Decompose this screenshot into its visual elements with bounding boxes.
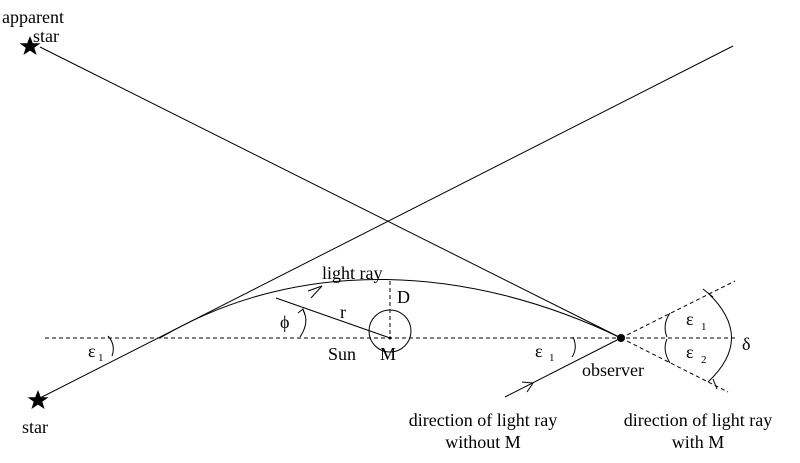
epsilon2-subscript: 2 [701,354,707,366]
apparent-star-label-line2: star [33,26,59,46]
with-M-label-line2: with M [672,432,725,452]
epsilon1-mid-arc [571,336,576,358]
epsilon1-right-label: ε [686,309,694,329]
without-M-label-line2: without M [445,432,521,452]
lower-dashed-direction [620,337,729,393]
epsilon1-right-arc [664,312,671,338]
light-ray-arrowhead [307,285,323,299]
epsilon1-left-arc [107,335,114,357]
epsilon2-label: ε [686,342,694,362]
light-ray-label: light ray [322,263,383,283]
epsilon1-mid-subscript: 1 [549,352,555,364]
star-icon [27,390,49,409]
with-M-label-line1: direction of light ray [624,410,772,430]
star-label: star [22,417,48,437]
delta-arc-tick-top [702,288,714,298]
light-ray-curve [159,278,622,339]
epsilon2-arc [664,338,671,364]
phi-arc-arrowhead [297,308,306,316]
epsilon1-mid-label: ε [535,341,543,361]
r-label: r [340,302,346,322]
apparent-star-icon [19,36,41,55]
delta-label: δ [742,334,750,354]
D-label: D [397,287,410,307]
upper-dashed-direction [620,280,736,339]
epsilon1-left-label: ε [88,341,96,361]
incoming-asymptote-line [39,45,734,399]
observer-incoming-arrowhead [521,381,534,393]
without-M-label-line1: direction of light ray [409,410,557,430]
phi-label: ϕ [280,312,289,332]
epsilon1-right-subscript: 1 [701,321,707,333]
delta-arc-tick-bottom [712,378,718,390]
mass-label: M [380,344,396,364]
sun-label: Sun [328,344,356,364]
radius-line [275,297,391,339]
delta-arc [707,292,732,383]
apparent-star-sightline [39,46,622,339]
observer-dot [617,334,625,342]
epsilon1-left-subscript: 1 [98,352,104,364]
observer-incoming-line [504,337,622,398]
apparent-star-label-line1: apparent [2,7,64,27]
observer-label: observer [582,360,644,380]
